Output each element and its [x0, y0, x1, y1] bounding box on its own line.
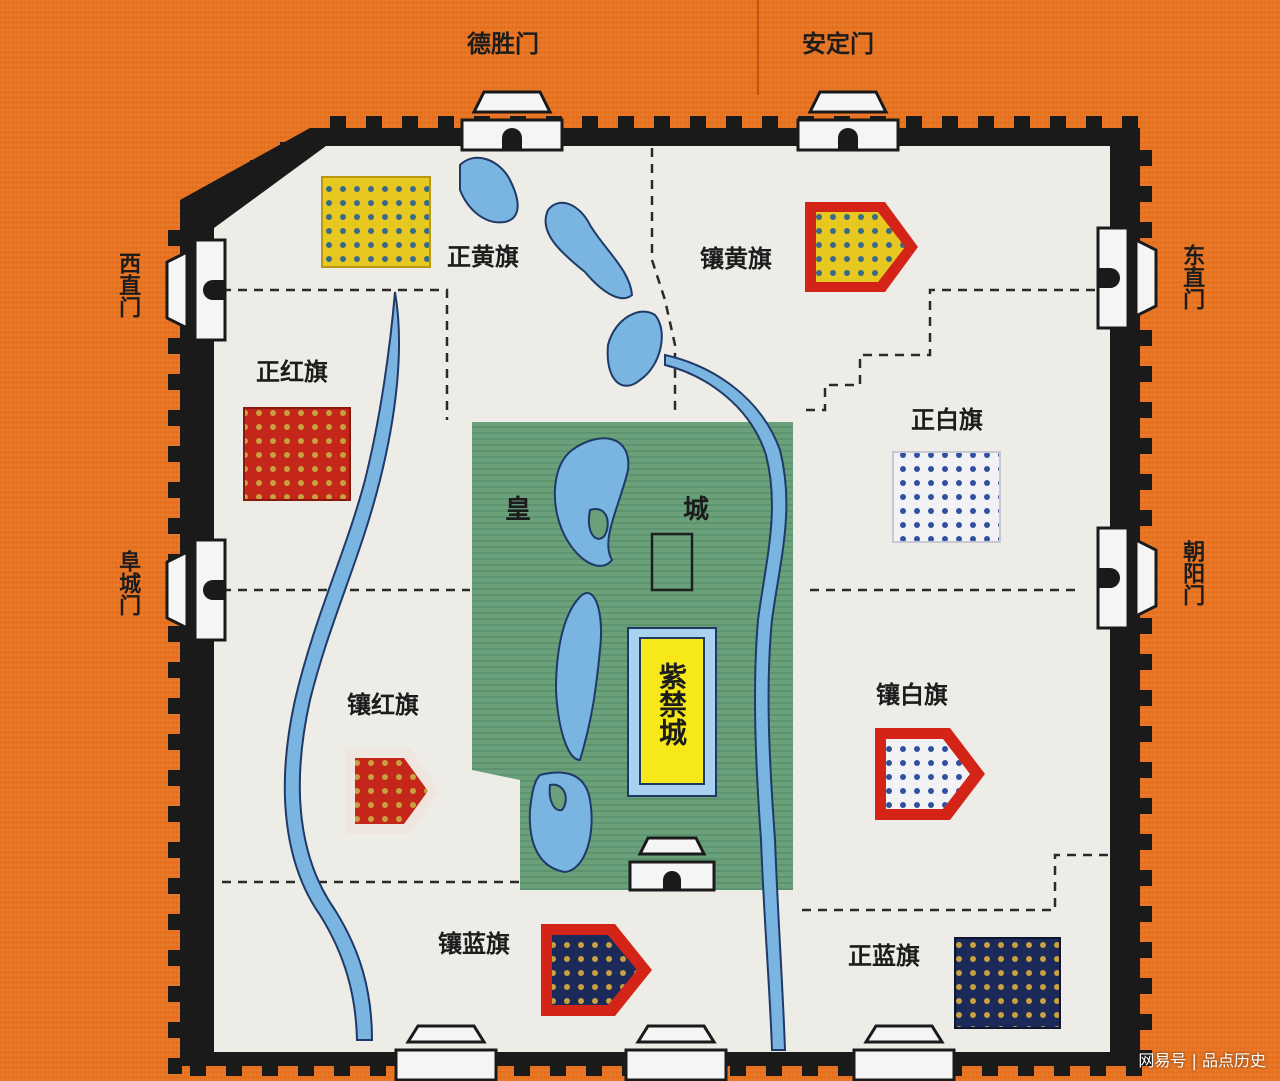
gate-tower-chaoyangmen — [1096, 526, 1158, 630]
gate-label-xizhimen: 西直门 — [115, 252, 142, 318]
flag-zheng-bai — [892, 451, 1001, 543]
lakes-and-rivers — [283, 156, 788, 1051]
flag-zheng-lan — [954, 937, 1061, 1029]
banner-label-zheng-hong: 正红旗 — [256, 357, 328, 386]
gate-tower-south-east — [852, 1024, 956, 1081]
flag-xiang-huang — [805, 202, 918, 292]
forbidden-city-label: 紫禁城 — [655, 662, 688, 746]
imperial-city-label-right: 城 — [683, 495, 710, 525]
gate-tower-south-center — [624, 1024, 728, 1081]
gate-label-andingmen: 安定门 — [802, 29, 874, 58]
banner-label-xiang-huang: 镶黄旗 — [700, 244, 772, 273]
flag-xiang-hong — [345, 748, 440, 834]
gate-tower-tiananmen — [628, 836, 716, 892]
gate-tower-deshengmen — [460, 90, 564, 152]
banner-label-zheng-bai: 正白旗 — [911, 405, 983, 434]
gate-label-fuchengmen: 阜城门 — [115, 550, 142, 616]
gate-tower-dongzhimen — [1096, 226, 1158, 330]
imperial-city-label-left: 皇 — [505, 495, 532, 525]
gate-label-dongzhimen: 东直门 — [1179, 244, 1206, 310]
gate-tower-fuchengmen — [165, 538, 227, 642]
banner-label-xiang-hong: 镶红旗 — [347, 690, 419, 719]
gate-tower-andingmen — [796, 90, 900, 152]
gate-label-chaoyangmen: 朝阳门 — [1179, 540, 1206, 606]
flag-xiang-bai — [875, 728, 985, 820]
banner-label-xiang-bai: 镶白旗 — [876, 680, 948, 709]
flag-zheng-huang — [321, 176, 431, 268]
flag-xiang-lan — [541, 924, 652, 1016]
gate-tower-south-west — [394, 1024, 498, 1081]
watermark: 网易号 | 品点历史 — [1138, 1051, 1266, 1070]
gate-tower-xizhimen — [165, 238, 227, 342]
banner-label-zheng-lan: 正蓝旗 — [848, 941, 920, 970]
banner-label-xiang-lan: 镶蓝旗 — [438, 929, 510, 958]
banner-district-boundaries — [222, 148, 1108, 912]
banner-label-zheng-huang: 正黄旗 — [447, 242, 519, 271]
flag-zheng-hong — [243, 407, 351, 501]
gate-label-deshengmen: 德胜门 — [467, 29, 539, 58]
jingshan-block — [650, 532, 694, 592]
forbidden-city — [627, 532, 717, 797]
